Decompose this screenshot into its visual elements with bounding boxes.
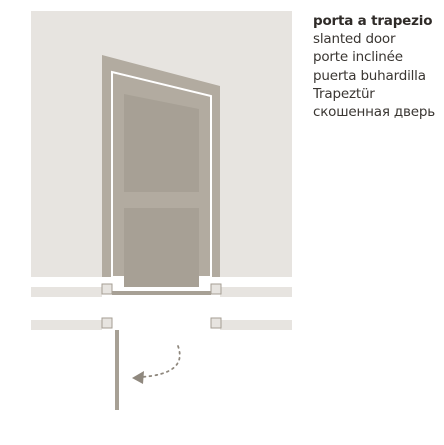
door-elevation <box>31 11 292 287</box>
door-leaf-open <box>115 330 119 410</box>
jamb-left <box>101 283 113 295</box>
wall-right <box>220 287 292 297</box>
label-german: Trapeztür <box>313 85 375 102</box>
wall-left <box>31 287 102 297</box>
label-french: porte inclinée <box>313 49 403 66</box>
door-type-labels: porta a trapezio slanted door porte incl… <box>313 12 444 121</box>
door-leaf-closed <box>112 291 211 295</box>
swing-arc <box>140 345 181 378</box>
jamb-right-open <box>210 317 222 329</box>
door-bottom-panel <box>124 208 199 287</box>
door-inset-frame <box>111 70 212 278</box>
plan-closed-door <box>31 283 292 297</box>
plan-open-door <box>31 317 292 410</box>
label-russian: скошенная дверь <box>313 104 435 121</box>
label-english: slanted door <box>313 31 396 48</box>
swing-arrow-head <box>132 371 144 384</box>
label-italian: porta a trapezio <box>313 13 433 29</box>
wall-right-open <box>220 320 292 330</box>
door-top-panel <box>124 94 199 192</box>
jamb-left-open <box>101 317 113 329</box>
jamb-right <box>210 283 222 295</box>
label-spanish: puerta buhardilla <box>313 67 426 84</box>
wall-left-open <box>31 320 102 330</box>
